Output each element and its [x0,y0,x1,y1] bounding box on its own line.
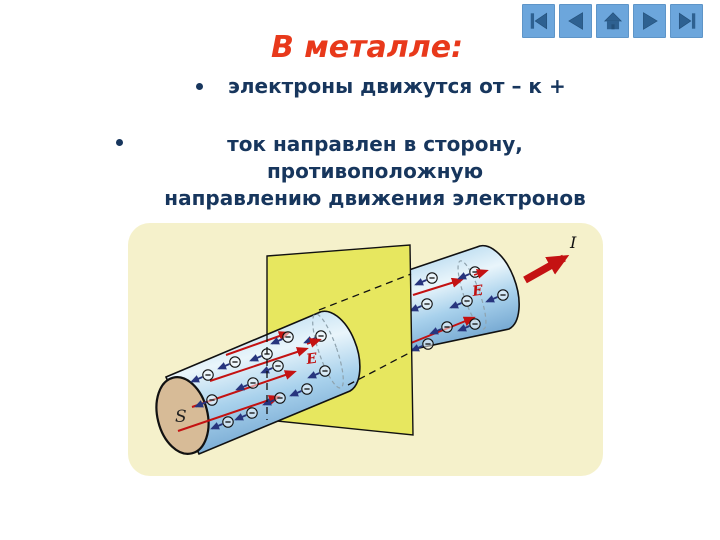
nav-home-button[interactable] [596,4,629,38]
current-direction-indicator: I [523,233,577,284]
conductor-left-segment: S E [155,310,361,456]
current-arrow [412,277,464,296]
current-arrow [177,395,281,432]
home-icon [603,12,622,30]
bullet-current-direction-line1: ток направлен в сторону, противоположную [227,132,523,183]
cross-section-area-label: S [175,407,187,427]
field-vector-hat [306,338,322,348]
nav-last-button[interactable] [670,4,703,38]
current-main-arrow [523,254,570,284]
bullet-marker [196,83,203,90]
current-arrow [410,316,476,344]
conductor-right-segment: E [399,244,520,353]
skip-to-start-icon [530,12,547,30]
conductor-diagram: E S E I [128,223,603,476]
field-label: E [470,283,484,301]
slide-nav-bar [522,4,703,38]
current-label: I [569,233,577,252]
hidden-edges [266,273,412,420]
field-vector-hat [473,269,489,279]
forward-icon [642,12,658,30]
nav-forward-button[interactable] [633,4,666,38]
bullet-current-direction: ток направлен в сторону, противоположную… [130,131,620,212]
conductor-end-cap [155,376,210,455]
page-title: В металле: [270,30,464,65]
current-arrow [225,331,291,356]
nav-first-button[interactable] [522,4,555,38]
bullet-electrons-move: электроны движутся от – к + [228,74,566,98]
bullet-marker [116,139,123,146]
field-label: E [304,351,318,369]
conductor-diagram-canvas: E S E I [155,233,577,456]
bullet-current-direction-line2: направлению движения электронов [164,186,586,210]
nav-back-button[interactable] [559,4,592,38]
current-arrow [209,347,309,382]
cross-section-outline [312,313,344,389]
back-icon [567,12,583,30]
skip-to-end-icon [678,12,695,30]
